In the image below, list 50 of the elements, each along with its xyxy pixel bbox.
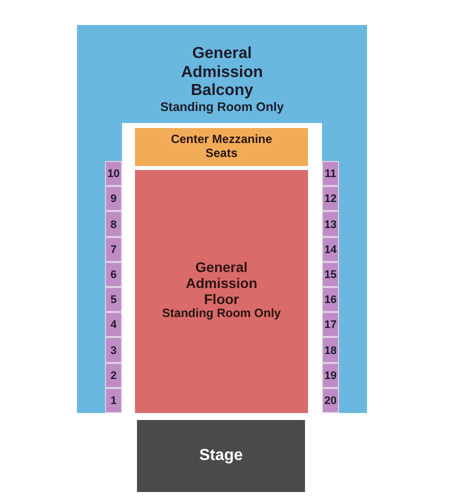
floor-section bbox=[135, 170, 308, 413]
row-section bbox=[105, 287, 122, 312]
row-number: 10 bbox=[107, 168, 120, 181]
row-section bbox=[105, 337, 122, 363]
row-number: 4 bbox=[110, 319, 117, 332]
row-section bbox=[322, 312, 339, 338]
row-section bbox=[322, 161, 339, 186]
general-admission-label: General Admission Balcony bbox=[180, 45, 264, 100]
row-number: 16 bbox=[324, 294, 337, 307]
row-number: 1 bbox=[110, 395, 117, 408]
row-section bbox=[322, 211, 339, 237]
row-section bbox=[322, 337, 339, 363]
row-number: 5 bbox=[110, 294, 117, 307]
row-number: 9 bbox=[110, 193, 117, 206]
row-section bbox=[105, 388, 122, 413]
stage-label: Stage bbox=[199, 446, 243, 466]
row-number: 14 bbox=[324, 244, 337, 256]
row-number: 13 bbox=[324, 218, 337, 232]
row-section bbox=[105, 312, 122, 338]
row-number: 6 bbox=[110, 269, 117, 282]
standing-room-label: Standing Room Only bbox=[160, 100, 284, 115]
row-section bbox=[322, 362, 339, 388]
row-section bbox=[322, 186, 339, 212]
row-section bbox=[322, 287, 339, 312]
row-section bbox=[105, 186, 122, 212]
row-number: 11 bbox=[324, 168, 336, 181]
row-section bbox=[105, 262, 122, 287]
row-section bbox=[322, 388, 339, 413]
row-section bbox=[105, 211, 122, 237]
mezzanine-section bbox=[135, 128, 308, 166]
section-label: Center Mezzanine Seats bbox=[170, 133, 274, 161]
row-number: 15 bbox=[324, 269, 337, 282]
general-admission-label: General Admission Floor bbox=[184, 258, 258, 308]
row-number: 2 bbox=[110, 370, 117, 382]
row-number: 3 bbox=[110, 344, 117, 358]
row-section bbox=[105, 236, 122, 262]
row-number: 19 bbox=[324, 370, 337, 382]
row-section bbox=[322, 236, 339, 262]
row-section bbox=[105, 362, 122, 388]
standing-room-label: Standing Room Only bbox=[162, 307, 281, 322]
balcony-section bbox=[77, 25, 367, 413]
row-section bbox=[322, 262, 339, 287]
row-section bbox=[105, 161, 122, 186]
row-number: 20 bbox=[324, 395, 337, 408]
row-number: 8 bbox=[110, 218, 117, 232]
stage-block bbox=[137, 420, 305, 492]
row-number: 18 bbox=[324, 344, 337, 358]
row-number: 17 bbox=[324, 319, 337, 332]
row-number: 12 bbox=[324, 193, 337, 206]
row-number: 7 bbox=[110, 244, 117, 256]
